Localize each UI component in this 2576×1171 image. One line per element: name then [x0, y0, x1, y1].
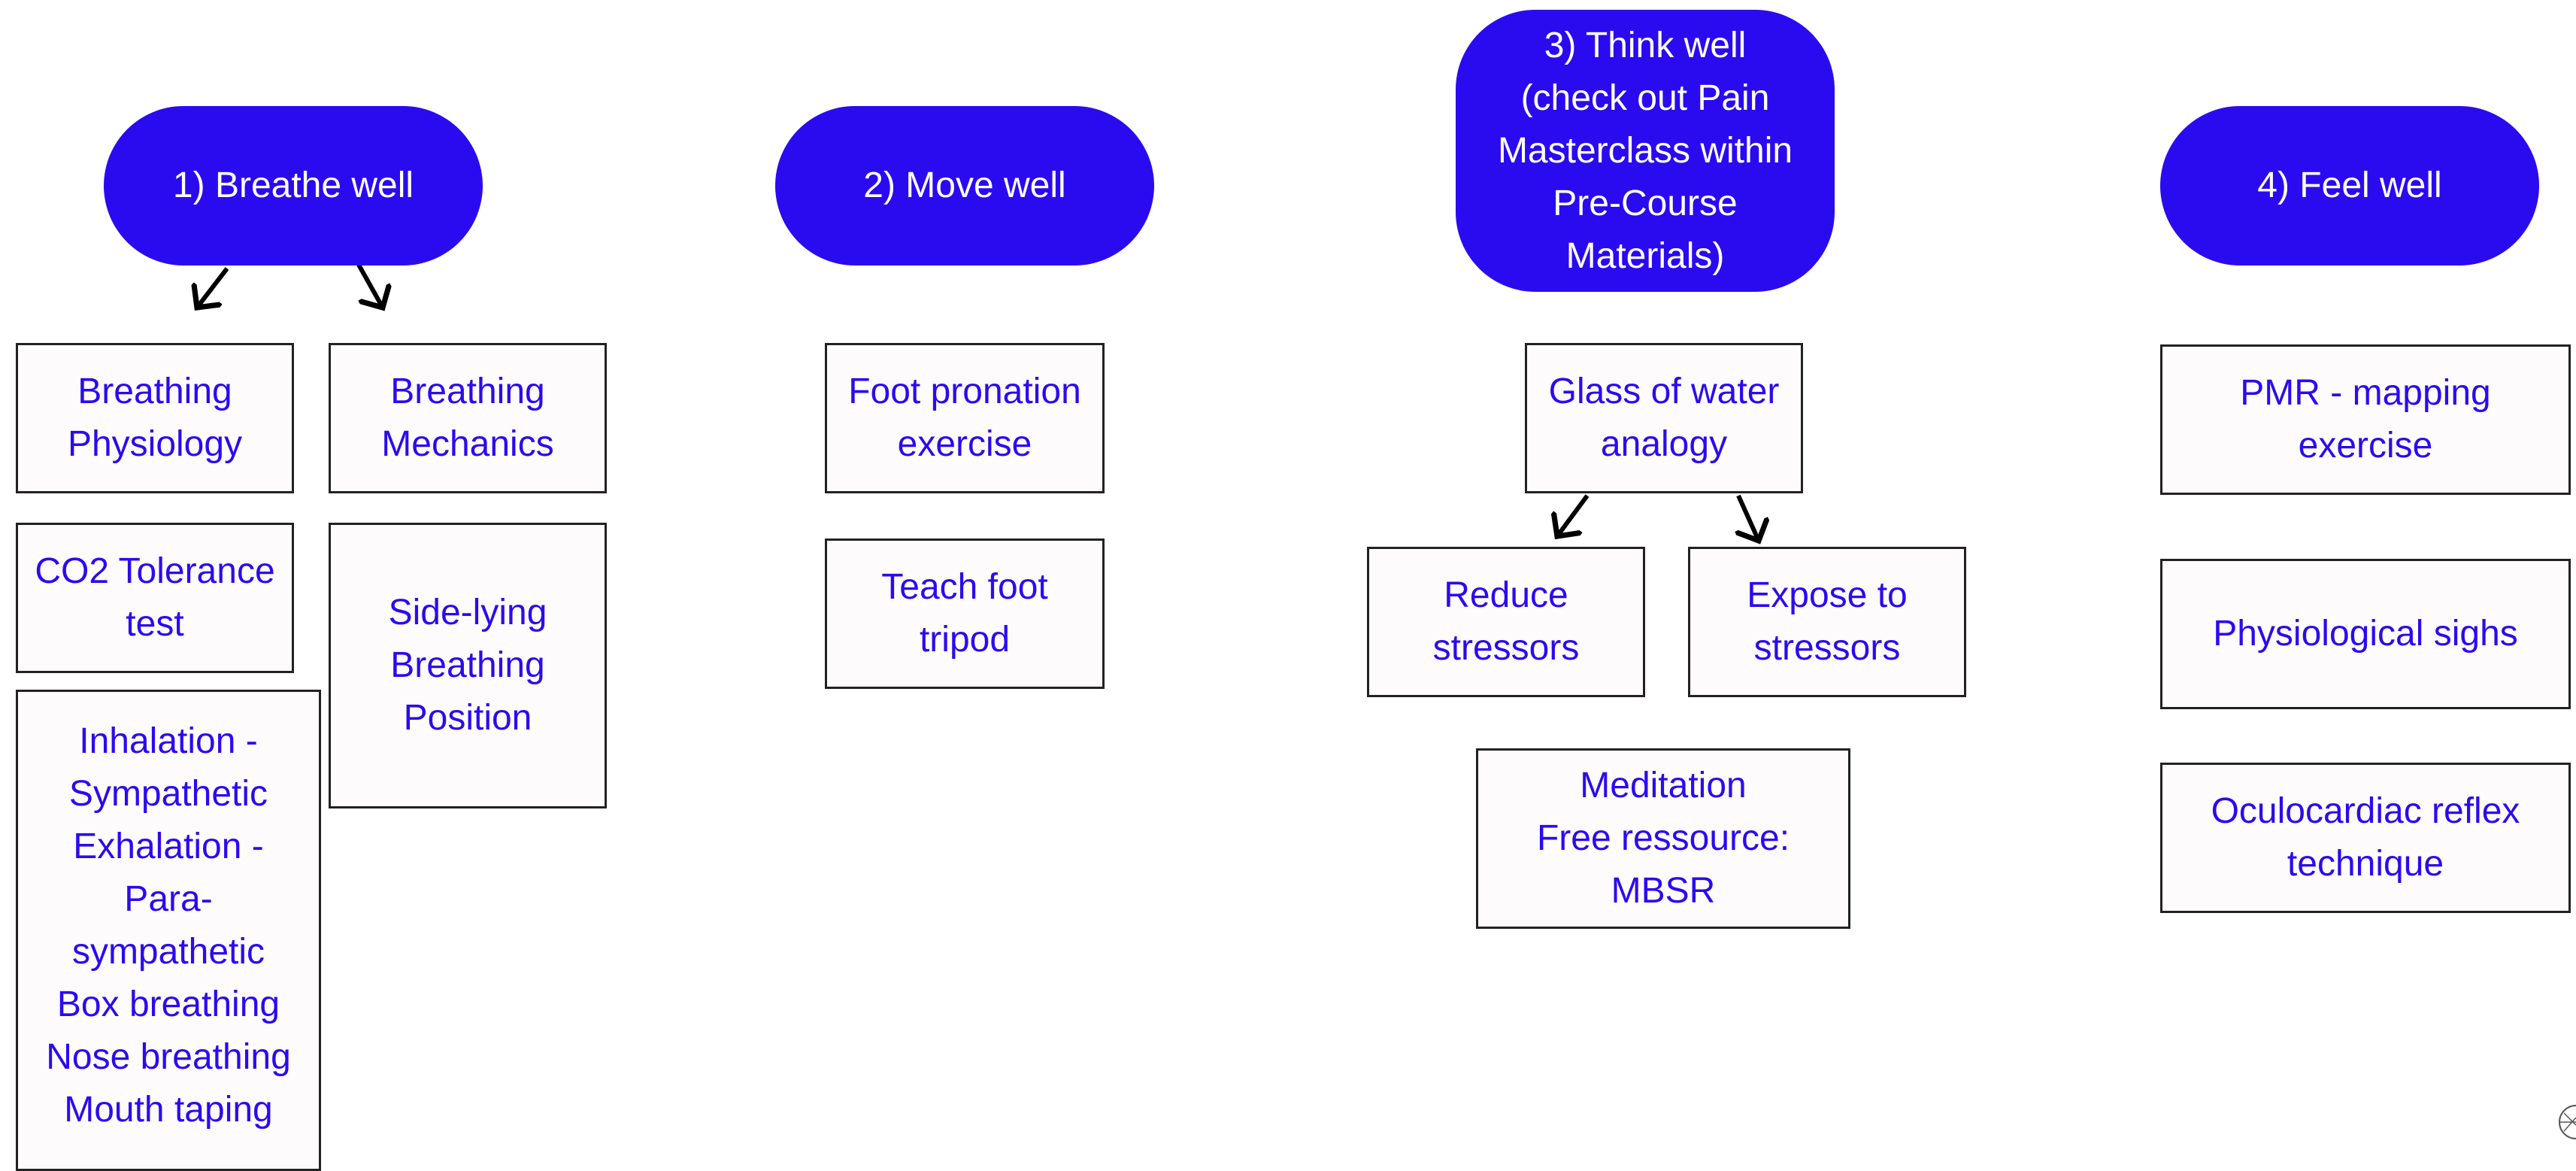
card-side-lying-breathing-text: Side-lying Breathing Position: [388, 593, 547, 738]
card-co2-tolerance-test[interactable]: CO2 Tolerance test: [16, 523, 294, 673]
card-pmr-mapping-exercise[interactable]: PMR - mapping exercise: [2160, 344, 2571, 495]
arrow-to-reduce-stressors: [1557, 494, 1590, 536]
card-teach-foot-tripod[interactable]: Teach foot tripod: [825, 538, 1105, 689]
card-reduce-stressors[interactable]: Reduce stressors: [1367, 547, 1645, 697]
card-glass-of-water-analogy[interactable]: Glass of water analogy: [1525, 343, 1803, 493]
card-foot-pronation-exercise-text: Foot pronation exercise: [848, 372, 1081, 464]
globe-icon: [2559, 1105, 2576, 1139]
arrow-to-breathing-mechanics: [356, 263, 383, 308]
card-co2-tolerance-test-text: CO2 Tolerance test: [35, 551, 275, 644]
card-physiological-sighs-text: Physiological sighs: [2213, 614, 2518, 654]
card-physiological-sighs[interactable]: Physiological sighs: [2160, 559, 2571, 709]
card-glass-of-water-analogy-text: Glass of water analogy: [1548, 372, 1780, 464]
arrow-to-expose-stressors: [1738, 494, 1759, 541]
card-oculocardiac-reflex-text: Oculocardiac reflex technique: [2211, 791, 2520, 884]
card-expose-to-stressors[interactable]: Expose to stressors: [1688, 547, 1966, 697]
card-breathing-techniques-list[interactable]: Inhalation - Sympathetic Exhalation - Pa…: [16, 690, 321, 1171]
card-meditation-mbsr[interactable]: Meditation Free ressource: MBSR: [1476, 748, 1850, 929]
card-side-lying-breathing[interactable]: Side-lying Breathing Position: [329, 523, 607, 808]
card-foot-pronation-exercise[interactable]: Foot pronation exercise: [825, 343, 1105, 493]
card-meditation-mbsr-text: Meditation Free ressource: MBSR: [1536, 766, 1790, 911]
card-pmr-mapping-exercise-text: PMR - mapping exercise: [2240, 373, 2491, 466]
pillar-think-well[interactable]: 3) Think well (check out Pain Masterclas…: [1456, 10, 1835, 292]
pillar-move-well-label: 2) Move well: [863, 165, 1066, 205]
card-breathing-physiology-text: Breathing Physiology: [67, 372, 243, 464]
card-breathing-mechanics[interactable]: Breathing Mechanics: [329, 343, 607, 493]
card-reduce-stressors-text: Reduce stressors: [1432, 575, 1580, 668]
card-breathing-techniques-list-text: Inhalation - Sympathetic Exhalation - Pa…: [46, 721, 291, 1130]
card-teach-foot-tripod-text: Teach foot tripod: [881, 567, 1048, 660]
card-breathing-mechanics-text: Breathing Mechanics: [381, 372, 554, 464]
card-expose-to-stressors-text: Expose to stressors: [1747, 575, 1908, 668]
pillar-move-well[interactable]: 2) Move well: [775, 106, 1154, 265]
pillar-feel-well-label: 4) Feel well: [2257, 165, 2442, 205]
pillar-feel-well[interactable]: 4) Feel well: [2160, 106, 2539, 265]
card-breathing-physiology[interactable]: Breathing Physiology: [16, 343, 294, 493]
pillar-breathe-well-label: 1) Breathe well: [172, 165, 414, 205]
pillar-breathe-well[interactable]: 1) Breathe well: [104, 106, 483, 265]
pillar-think-well-label: 3) Think well (check out Pain Masterclas…: [1497, 25, 1793, 276]
arrow-to-breathing-physiology: [197, 267, 229, 308]
card-oculocardiac-reflex[interactable]: Oculocardiac reflex technique: [2160, 763, 2571, 913]
